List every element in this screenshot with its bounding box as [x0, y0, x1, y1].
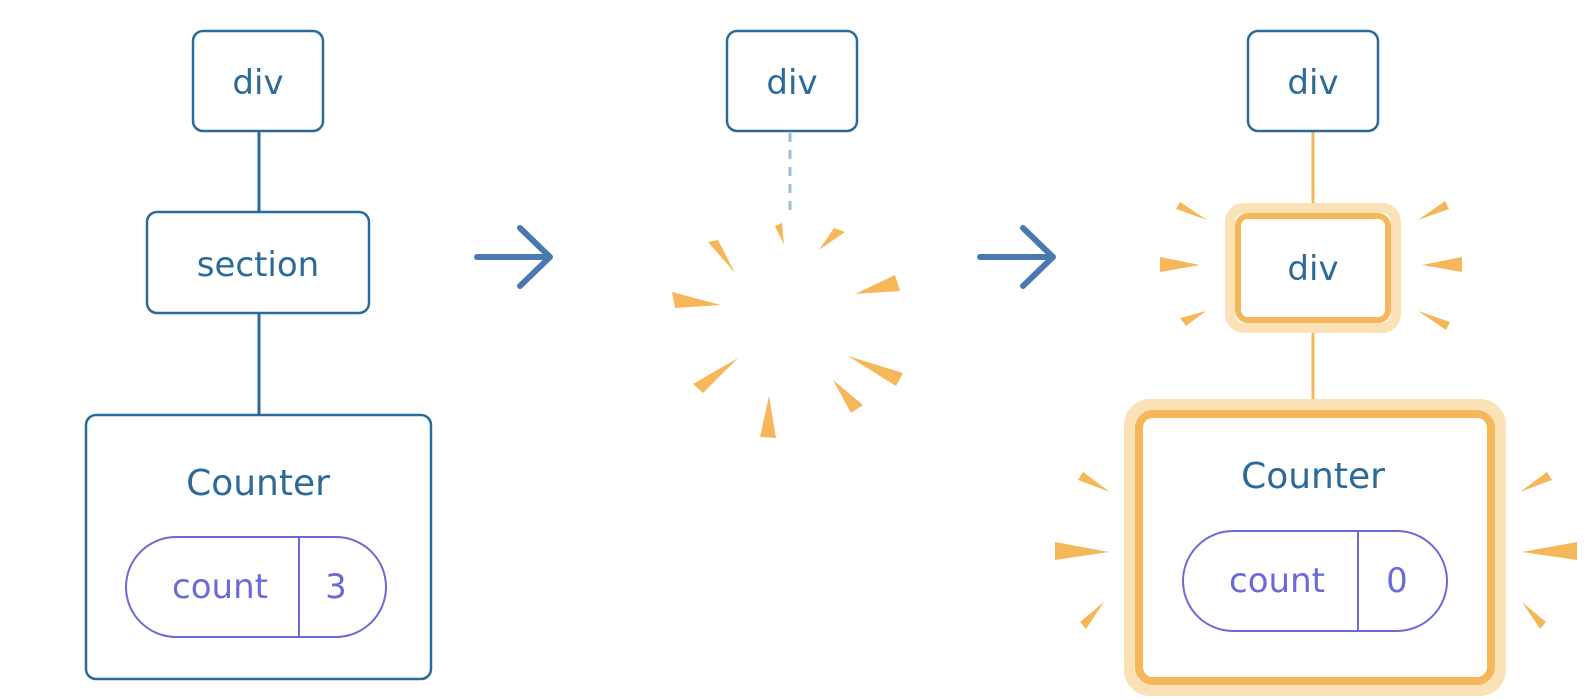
node-div-child-after: div — [1225, 203, 1401, 333]
node-section: section — [145, 210, 371, 315]
right-arrow-icon — [474, 225, 553, 289]
node-div-child-after-label: div — [1287, 249, 1338, 289]
state-value: 3 — [325, 567, 347, 607]
node-counter-label: Counter — [186, 463, 330, 504]
node-div-root-after: div — [1246, 29, 1380, 133]
node-counter: Counter count 3 — [84, 413, 433, 681]
sparkle-burst-icon — [672, 223, 903, 438]
node-div-root-after-label: div — [1287, 63, 1338, 103]
node-div-middle-label: div — [766, 63, 817, 103]
node-div: div — [191, 29, 325, 133]
state-pill-after: count 0 — [1182, 530, 1448, 632]
state-name-after: count — [1229, 561, 1325, 601]
tree-after: div div Counter count 0 — [1055, 29, 1577, 696]
node-counter-after: Counter count 0 — [1124, 399, 1506, 696]
node-counter-after-label: Counter — [1241, 456, 1385, 497]
state-pill: count 3 — [125, 536, 387, 638]
sparkle-div-icon — [1160, 201, 1462, 330]
node-section-label: section — [197, 245, 319, 285]
state-name: count — [172, 567, 268, 607]
node-div-middle: div — [725, 29, 859, 133]
state-value-after: 0 — [1386, 561, 1408, 601]
node-div-label: div — [232, 63, 283, 103]
right-arrow-icon-2 — [977, 225, 1056, 289]
sparkle-counter-icon — [1055, 472, 1577, 629]
tree-middle: div — [672, 29, 903, 438]
tree-before: div section Counter count 3 — [84, 29, 433, 681]
